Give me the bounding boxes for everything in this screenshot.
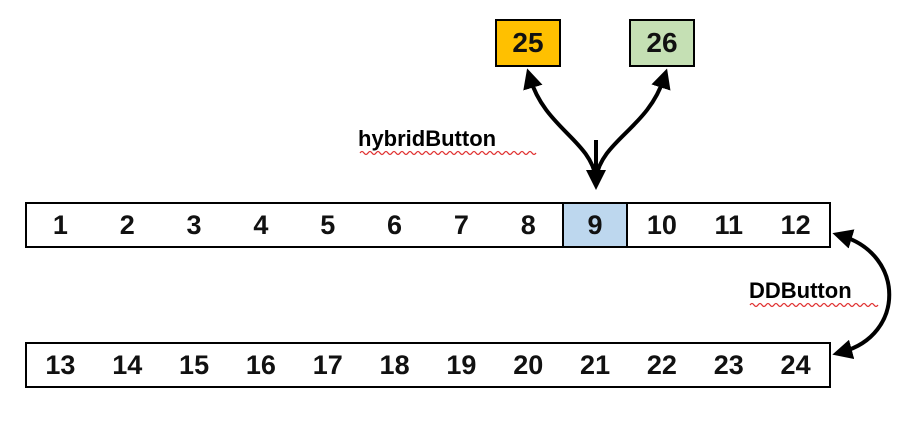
cell-14: 14: [112, 349, 143, 380]
cell-18: 18: [379, 349, 410, 380]
cell-16: 16: [245, 349, 276, 380]
squiggle-hybrid: [359, 150, 537, 156]
cell-11: 11: [714, 209, 744, 240]
cell-10: 10: [646, 209, 677, 240]
cell-21: 21: [580, 349, 611, 380]
cell-22: 22: [646, 349, 677, 380]
cell-23: 23: [713, 349, 744, 380]
dd-button-label: DDButton: [749, 278, 852, 303]
cell-24: 24: [780, 349, 811, 380]
cell-15: 15: [179, 349, 210, 380]
row-bottom: 13 14 15 16 17 18 19 20 21 22 23 24: [25, 342, 831, 388]
cell-9: 9: [561, 204, 629, 246]
cell-8: 8: [520, 209, 536, 240]
cell-12: 12: [780, 209, 811, 240]
cell-13: 13: [45, 349, 76, 380]
arrow-to-26: [594, 68, 671, 179]
box-26-label: 26: [646, 27, 678, 58]
cell-3: 3: [186, 209, 202, 240]
box-25: 25: [495, 19, 561, 67]
cell-19: 19: [446, 349, 477, 380]
cell-2: 2: [119, 209, 135, 240]
cell-5: 5: [320, 209, 336, 240]
cell-1: 1: [52, 209, 68, 240]
arrow-dd-link: [832, 229, 892, 360]
hybrid-button-label: hybridButton: [358, 126, 497, 151]
cell-17: 17: [312, 349, 343, 380]
squiggle-dd: [749, 302, 879, 308]
arrow-to-25: [523, 68, 598, 179]
box-25-label: 25: [512, 27, 544, 58]
cell-6: 6: [387, 209, 403, 240]
cell-20: 20: [513, 349, 544, 380]
cell-7: 7: [453, 209, 469, 240]
box-26: 26: [629, 19, 695, 67]
cell-4: 4: [253, 209, 269, 240]
